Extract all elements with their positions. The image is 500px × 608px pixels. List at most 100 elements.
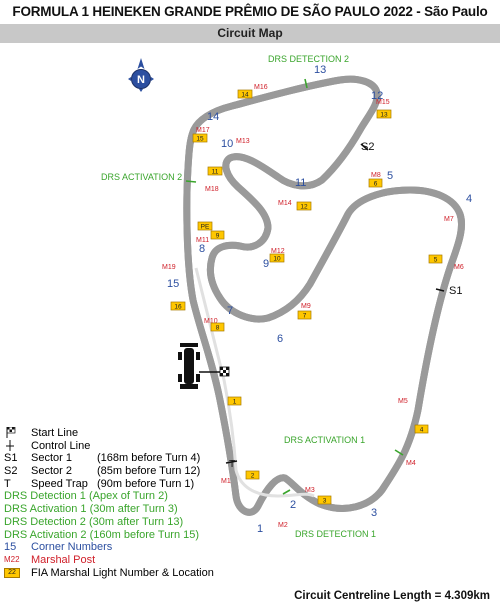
light-box: 11 [212,169,219,176]
marshal-post: M14 [278,200,292,207]
sector-2-line [360,143,369,151]
legend-symbol: S2 [4,465,18,478]
marshal-post: M16 [254,84,268,91]
legend-row: T Speed Trap (90m before Turn 1) [4,478,264,491]
page-title: FORMULA 1 HEINEKEN GRANDE PRÊMIO DE SÃO … [12,4,488,19]
corner-number: 8 [199,243,205,255]
legend-detail: (85m before Turn 12) [97,465,201,478]
legend-label: Sector 2 [31,465,72,478]
legend-row: DRS Activation 2 (160m before Turn 15) [4,529,264,542]
sector-label: S1 [449,285,462,297]
light-box: 8 [216,325,220,332]
light-box: 16 [174,304,182,311]
corner-number: 2 [290,499,296,511]
marshal-post: M6 [454,264,464,271]
legend-row: DRS Detection 1 (Apex of Turn 2) [4,490,264,503]
corner-number: 3 [371,507,377,519]
legend-detail: (90m before Turn 1) [97,477,195,490]
marshal-post: M4 [406,460,416,467]
control-line-icon [6,439,14,451]
light-box: 2 [251,473,255,480]
sector-label: T [229,459,235,470]
light-box: 3 [323,498,327,505]
marshal-post: M3 [305,487,315,494]
light-box: 7 [303,313,307,320]
compass-icon [131,69,151,89]
light-box-icon: 22 [4,567,20,578]
light-box: 1 [233,399,237,406]
light-box: 6 [374,181,378,188]
legend-label: DRS Activation 2 (160m before Turn 15) [4,528,200,541]
drs-activation-1-line [394,449,404,456]
light-box: 5 [434,257,438,264]
marshal-post: M19 [162,264,176,271]
corner-number: 10 [221,138,233,150]
marshal-post: M9 [301,303,311,310]
legend-row: Start Line [4,426,264,440]
legend-symbol: M22 [4,554,20,564]
legend-symbol: T [4,477,11,490]
light-box: 9 [216,233,220,240]
marshal-post: M5 [398,398,408,405]
corner-number: 5 [387,170,393,182]
speed-trap-line [225,460,238,464]
f1-car-icon [178,343,200,389]
corner-number: 9 [263,258,269,270]
corner-number: 7 [227,305,233,317]
circuit-length: Circuit Centreline Length = 4.309km [294,590,490,602]
corner-number: 12 [371,90,383,102]
marshal-post: M2 [278,522,288,529]
legend-label: Sector 1 [31,452,72,465]
sector-1-line [435,288,445,292]
legend-label: Marshal Post [31,553,96,566]
legend-row: 15 Corner Numbers [4,541,264,554]
legend-label: Corner Numbers [31,541,113,554]
legend-row: S2 Sector 2 (85m before Turn 12) [4,465,264,478]
sector-label: S2 [361,141,374,153]
legend-label: Control Line [31,439,91,452]
marshal-post: M8 [371,172,381,179]
legend-row: Control Line [4,439,264,453]
pit-lane [194,267,315,498]
light-box: 13 [380,112,388,119]
drs-detection-1-line [282,489,291,495]
corner-number: 15 [167,278,179,290]
legend-row: DRS Detection 2 (30m after Turn 13) [4,516,264,529]
drs-activation-2-line [185,180,197,183]
legend-label: Speed Trap [31,477,88,490]
drs-label: DRS DETECTION 2 [268,54,349,64]
drs-label: DRS ACTIVATION 2 [101,172,182,182]
light-box: 12 [300,204,308,211]
legend-detail: (168m before Turn 4) [97,452,201,465]
corner-number: 1 [257,523,263,535]
light-box: 15 [196,136,204,143]
marshal-post: M10 [204,318,218,325]
legend-label: DRS Detection 1 (Apex of Turn 2) [4,490,168,503]
corner-number: 13 [314,64,326,76]
marshal-post: M1 [221,478,231,485]
legend-symbol: 15 [4,541,17,554]
light-box: 10 [273,256,281,263]
compass-north-arrow [137,58,145,69]
map-legend: Start Line Control Line S1 Sector 1 (168… [4,426,264,579]
marshal-post: M13 [236,138,250,145]
start-flag-icon [6,426,16,438]
corner-number: 11 [295,177,306,189]
drs-label: DRS ACTIVATION 1 [284,435,365,445]
legend-symbol: S1 [4,452,18,465]
light-box: 14 [241,92,249,99]
legend-row: DRS Activation 1 (30m after Turn 3) [4,503,264,516]
corner-number: 4 [466,193,472,205]
marshal-post: M15 [376,99,390,106]
legend-row: M22 Marshal Post [4,554,264,567]
marshal-post: M12 [271,248,285,255]
start-line-flag-icon [199,366,230,377]
drs-detection-2-line [304,78,308,89]
corner-number: 6 [277,333,283,345]
legend-label: DRS Activation 1 (30m after Turn 3) [4,503,178,516]
legend-label: FIA Marshal Light Number & Location [31,566,214,579]
drs-label: DRS DETECTION 1 [295,529,376,539]
legend-row: S1 Sector 1 (168m before Turn 4) [4,452,264,465]
corner-number: 14 [207,111,219,123]
